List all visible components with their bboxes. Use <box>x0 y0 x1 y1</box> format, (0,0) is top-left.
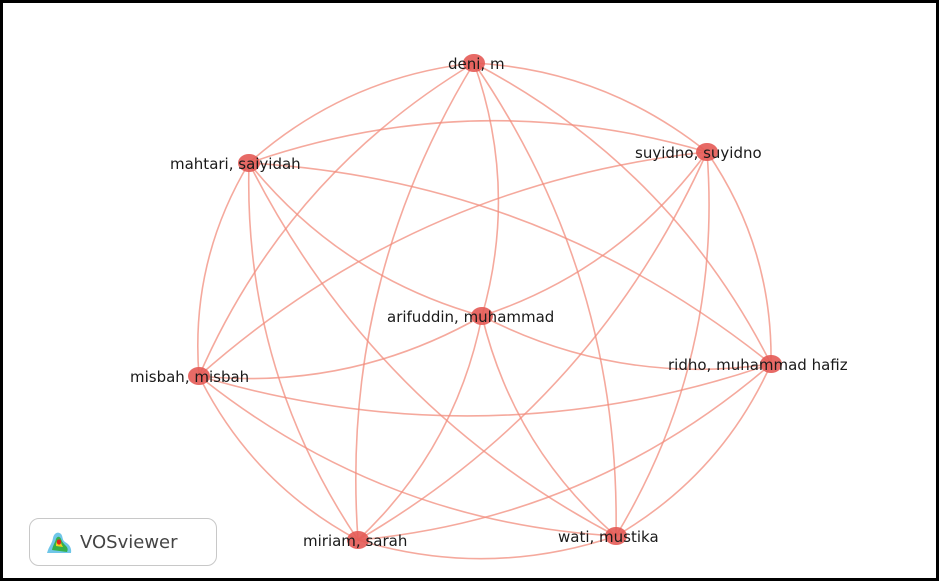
link-ridho-wati <box>615 363 772 537</box>
node-label-misbah: misbah, misbah <box>130 368 249 386</box>
link-mahtari-arifuddin <box>248 162 483 317</box>
node-suyidno[interactable]: suyidno, suyidno <box>635 143 762 162</box>
node-mahtari[interactable]: mahtari, saiyidah <box>170 154 301 173</box>
node-circle-arifuddin[interactable] <box>471 307 493 325</box>
link-ridho-miriam <box>357 363 772 541</box>
node-circle-wati[interactable] <box>605 527 627 545</box>
link-miriam-wati <box>357 535 617 560</box>
link-mahtari-wati <box>248 162 617 537</box>
vosviewer-badge[interactable]: VOSviewer <box>29 518 217 566</box>
node-deni[interactable]: deni, m <box>448 54 505 73</box>
node-misbah[interactable]: misbah, misbah <box>130 367 249 386</box>
link-mahtari-misbah <box>196 162 250 377</box>
node-miriam[interactable]: miriam, sarah <box>303 531 407 550</box>
node-label-suyidno: suyidno, suyidno <box>635 144 762 162</box>
link-suyidno-arifuddin <box>481 151 708 317</box>
node-circle-deni[interactable] <box>463 54 485 72</box>
node-circle-mahtari[interactable] <box>238 154 260 172</box>
node-circle-misbah[interactable] <box>188 367 210 385</box>
node-label-ridho: ridho, muhammad hafiz <box>668 356 848 374</box>
link-arifuddin-miriam <box>357 315 483 541</box>
node-ridho[interactable]: ridho, muhammad hafiz <box>668 355 848 374</box>
coauthorship-network[interactable]: deni, m mahtari, saiyidah suyidno, suyidno… <box>3 3 939 584</box>
vosviewer-logo-icon <box>47 532 72 553</box>
link-deni-mahtari <box>248 62 475 164</box>
link-deni-arifuddin <box>473 62 500 317</box>
link-mahtari-miriam <box>247 162 359 541</box>
link-deni-ridho <box>473 62 772 365</box>
link-arifuddin-wati <box>481 315 617 537</box>
vosviewer-label: VOSviewer <box>80 531 178 553</box>
link-suyidno-misbah <box>198 151 708 377</box>
node-wati[interactable]: wati, mustika <box>558 527 659 546</box>
node-label-mahtari: mahtari, saiyidah <box>170 155 301 173</box>
network-links <box>196 62 772 560</box>
node-circle-miriam[interactable] <box>347 531 369 549</box>
link-deni-miriam <box>355 62 475 541</box>
link-arifuddin-ridho <box>481 315 772 371</box>
node-arifuddin[interactable]: arifuddin, muhammad <box>387 307 554 326</box>
link-suyidno-ridho <box>706 151 772 365</box>
link-mahtari-ridho <box>248 162 772 365</box>
link-suyidno-wati <box>615 151 710 537</box>
node-label-wati: wati, mustika <box>558 528 659 546</box>
link-arifuddin-misbah <box>198 315 483 380</box>
node-circle-ridho[interactable] <box>760 355 782 373</box>
link-deni-wati <box>473 62 617 537</box>
node-label-arifuddin: arifuddin, muhammad <box>387 308 554 326</box>
node-label-miriam: miriam, sarah <box>303 532 407 550</box>
link-misbah-miriam <box>198 375 359 541</box>
link-deni-suyidno <box>473 62 708 153</box>
network-nodes: deni, m mahtari, saiyidah suyidno, suyidno… <box>130 54 848 550</box>
node-label-deni: deni, m <box>448 55 505 73</box>
link-misbah-ridho <box>198 363 772 417</box>
link-deni-misbah <box>198 62 475 377</box>
link-misbah-wati <box>198 375 617 537</box>
link-mahtari-suyidno <box>248 119 708 164</box>
node-circle-suyidno[interactable] <box>696 143 718 161</box>
